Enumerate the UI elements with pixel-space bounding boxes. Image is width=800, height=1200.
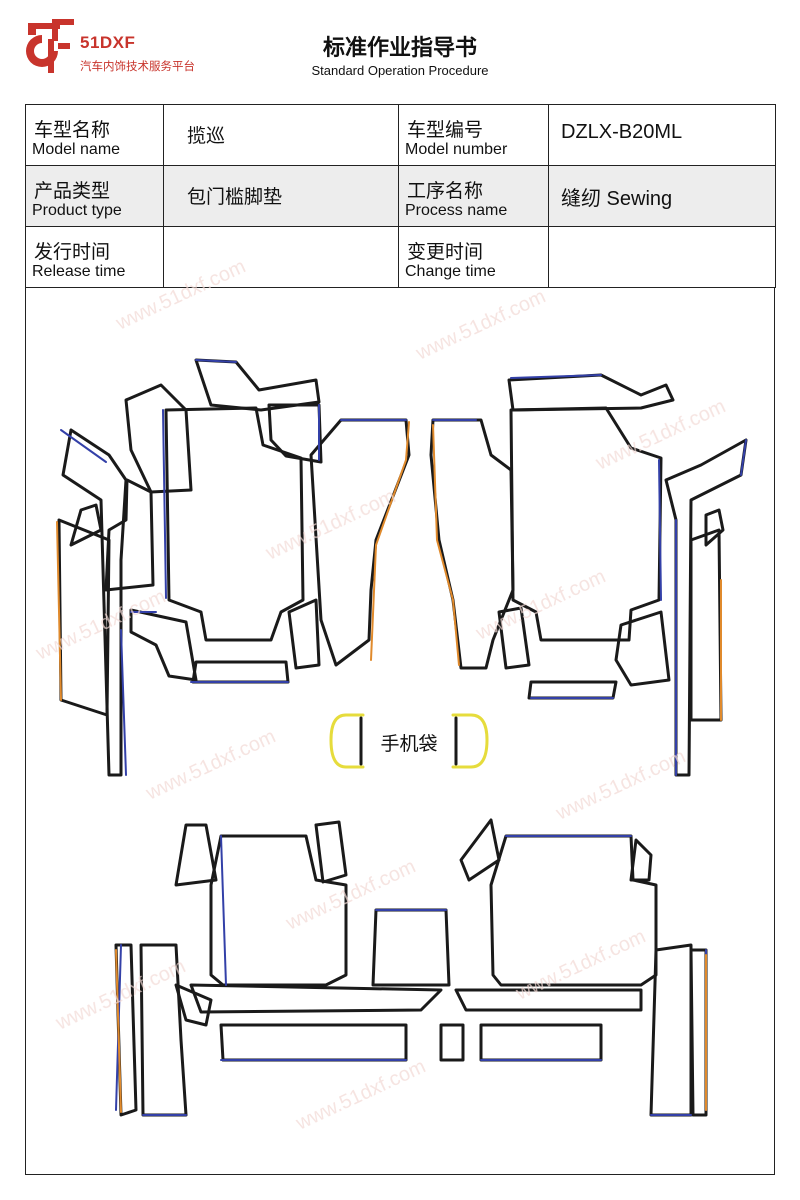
phone-pocket-left-tab — [329, 713, 365, 769]
front-right-left-sill — [429, 418, 515, 670]
blue-edge-lines — [60, 359, 747, 1116]
release-time-value — [163, 226, 399, 288]
model-name-value: 揽巡 — [163, 104, 399, 166]
process-name-label: 工序名称 Process name — [398, 165, 549, 227]
front-right-top-piece — [507, 373, 675, 412]
rear-right-strip — [454, 988, 643, 1012]
front-left-right-sill — [309, 418, 411, 667]
front-left-heel-pad — [191, 660, 290, 684]
info-row-product: 产品类型 Product type 包门槛脚垫 工序名称 Process nam… — [25, 165, 776, 227]
rear-right-bottom-block-1 — [439, 1023, 465, 1062]
front-left-side-strip — [104, 478, 155, 592]
phone-pocket-right-tab — [451, 713, 489, 769]
orange-edge-lines — [56, 421, 722, 1113]
info-table: 车型名称 Model name 揽巡 车型编号 Model number DZL… — [25, 104, 776, 288]
rear-left-lower-inner — [174, 983, 213, 1027]
front-right-door-sill — [664, 438, 748, 777]
51dxf-logo — [26, 19, 74, 73]
document-subtitle: Standard Operation Procedure — [311, 63, 489, 78]
front-left-mat — [164, 406, 305, 642]
front-right-tunnel-piece — [497, 606, 531, 670]
rear-right-bottom-block-2 — [479, 1023, 603, 1062]
rear-left-bottom-panel — [219, 1023, 408, 1062]
front-right-lower-sill — [689, 528, 723, 722]
front-left-pedal-panel — [124, 383, 193, 494]
front-right-heel-pad — [527, 680, 618, 700]
rear-left-upper-left — [174, 823, 218, 887]
document-title: 标准作业指导书 — [322, 36, 477, 61]
phone-pocket — [329, 713, 489, 769]
front-right-bottom-piece — [614, 610, 671, 687]
front-right-small-patch — [704, 508, 725, 547]
front-right-mat — [509, 406, 663, 642]
floor-mat-diagram: 手机袋 — [25, 288, 775, 1175]
process-name-value: 缝纫 Sewing — [548, 165, 776, 227]
front-left-bottom-piece — [129, 608, 198, 682]
model-name-label: 车型名称 Model name — [25, 104, 164, 166]
model-number-label: 车型编号 Model number — [398, 104, 549, 166]
front-left-top-right — [267, 403, 323, 464]
rear-left-upper-right — [314, 820, 348, 884]
release-time-label: 发行时间 Release time — [25, 226, 164, 288]
change-time-value — [548, 226, 776, 288]
phone-pocket-label: 手机袋 — [380, 733, 437, 755]
rear-left-mat — [209, 834, 348, 987]
rear-right-upper-left — [459, 818, 501, 882]
rear-right-upper-right — [629, 838, 653, 882]
front-left-door-sill — [61, 428, 128, 777]
product-type-label: 产品类型 Product type — [25, 165, 164, 227]
product-type-value: 包门槛脚垫 — [163, 165, 399, 227]
rear-right-side-sill-outer — [689, 948, 708, 1117]
info-row-model: 车型名称 Model name 揽巡 车型编号 Model number DZL… — [25, 104, 776, 166]
model-number-value: DZLX-B20ML — [548, 104, 776, 166]
rear-left-strip — [189, 983, 443, 1014]
change-time-label: 变更时间 Change time — [398, 226, 549, 288]
document-header: 51DXF 汽车内饰技术服务平台 标准作业指导书 Standard Operat… — [0, 0, 800, 100]
rear-left-side-sill — [139, 943, 188, 1117]
brand-name: 51DXF — [80, 33, 136, 52]
front-left-top-piece — [194, 358, 321, 412]
mat-pattern-svg: 手机袋 — [56, 358, 748, 1117]
brand-tagline: 汽车内饰技术服务平台 — [80, 59, 195, 73]
info-row-time: 发行时间 Release time 变更时间 Change time — [25, 226, 776, 288]
rear-center-hump — [371, 908, 451, 987]
front-left-small-patch — [69, 503, 103, 547]
rear-right-mat — [489, 834, 658, 987]
front-left-tunnel-piece — [287, 598, 321, 670]
